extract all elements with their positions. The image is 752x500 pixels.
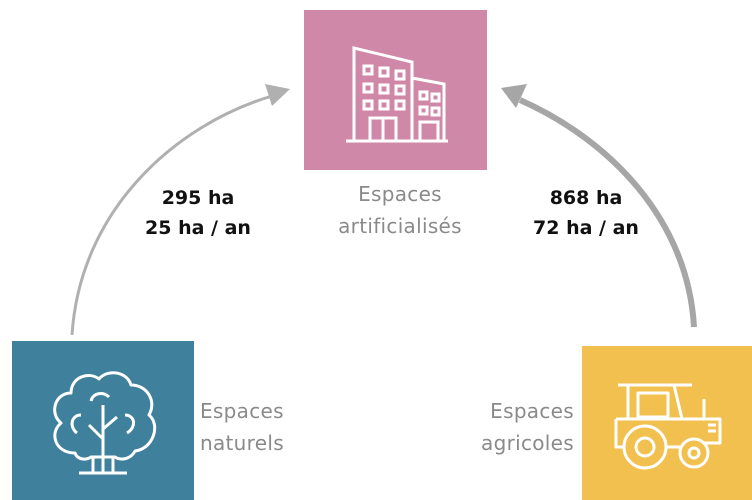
agricultural-spaces-label-line1: Espaces	[490, 399, 574, 423]
agricultural-spaces-label-line2: agricoles	[481, 431, 574, 455]
flow-agricultural-per-year: 72 ha / an	[533, 217, 639, 239]
artificial-spaces-box	[304, 10, 487, 170]
arrow-head-left	[265, 84, 290, 106]
artificial-spaces-label-line2: artificialisés	[338, 214, 462, 238]
tree-icon	[53, 370, 157, 474]
natural-spaces-label-line2: naturels	[200, 431, 284, 455]
agricultural-spaces-label: Espaces agricoles	[464, 395, 574, 459]
flow-agricultural-total: 868 ha	[549, 187, 623, 209]
arrow-head-right	[501, 84, 527, 108]
buildings-icon	[345, 46, 448, 143]
natural-spaces-label-line1: Espaces	[200, 399, 284, 423]
flow-natural-per-year: 25 ha / an	[145, 217, 251, 239]
arrow-agricultural-to-artificial	[518, 97, 697, 328]
flow-agricultural-to-artificial: 868 ha 72 ha / an	[506, 183, 666, 243]
tractor-icon	[614, 383, 722, 470]
arrow-natural-to-artificial	[70, 94, 273, 336]
flow-natural-total: 295 ha	[161, 187, 235, 209]
artificial-spaces-label: Espaces artificialisés	[310, 178, 490, 242]
artificial-spaces-label-line1: Espaces	[358, 182, 442, 206]
natural-spaces-label: Espaces naturels	[200, 395, 310, 459]
natural-spaces-box	[12, 341, 194, 500]
flow-natural-to-artificial: 295 ha 25 ha / an	[118, 183, 278, 243]
agricultural-spaces-box	[582, 346, 752, 500]
